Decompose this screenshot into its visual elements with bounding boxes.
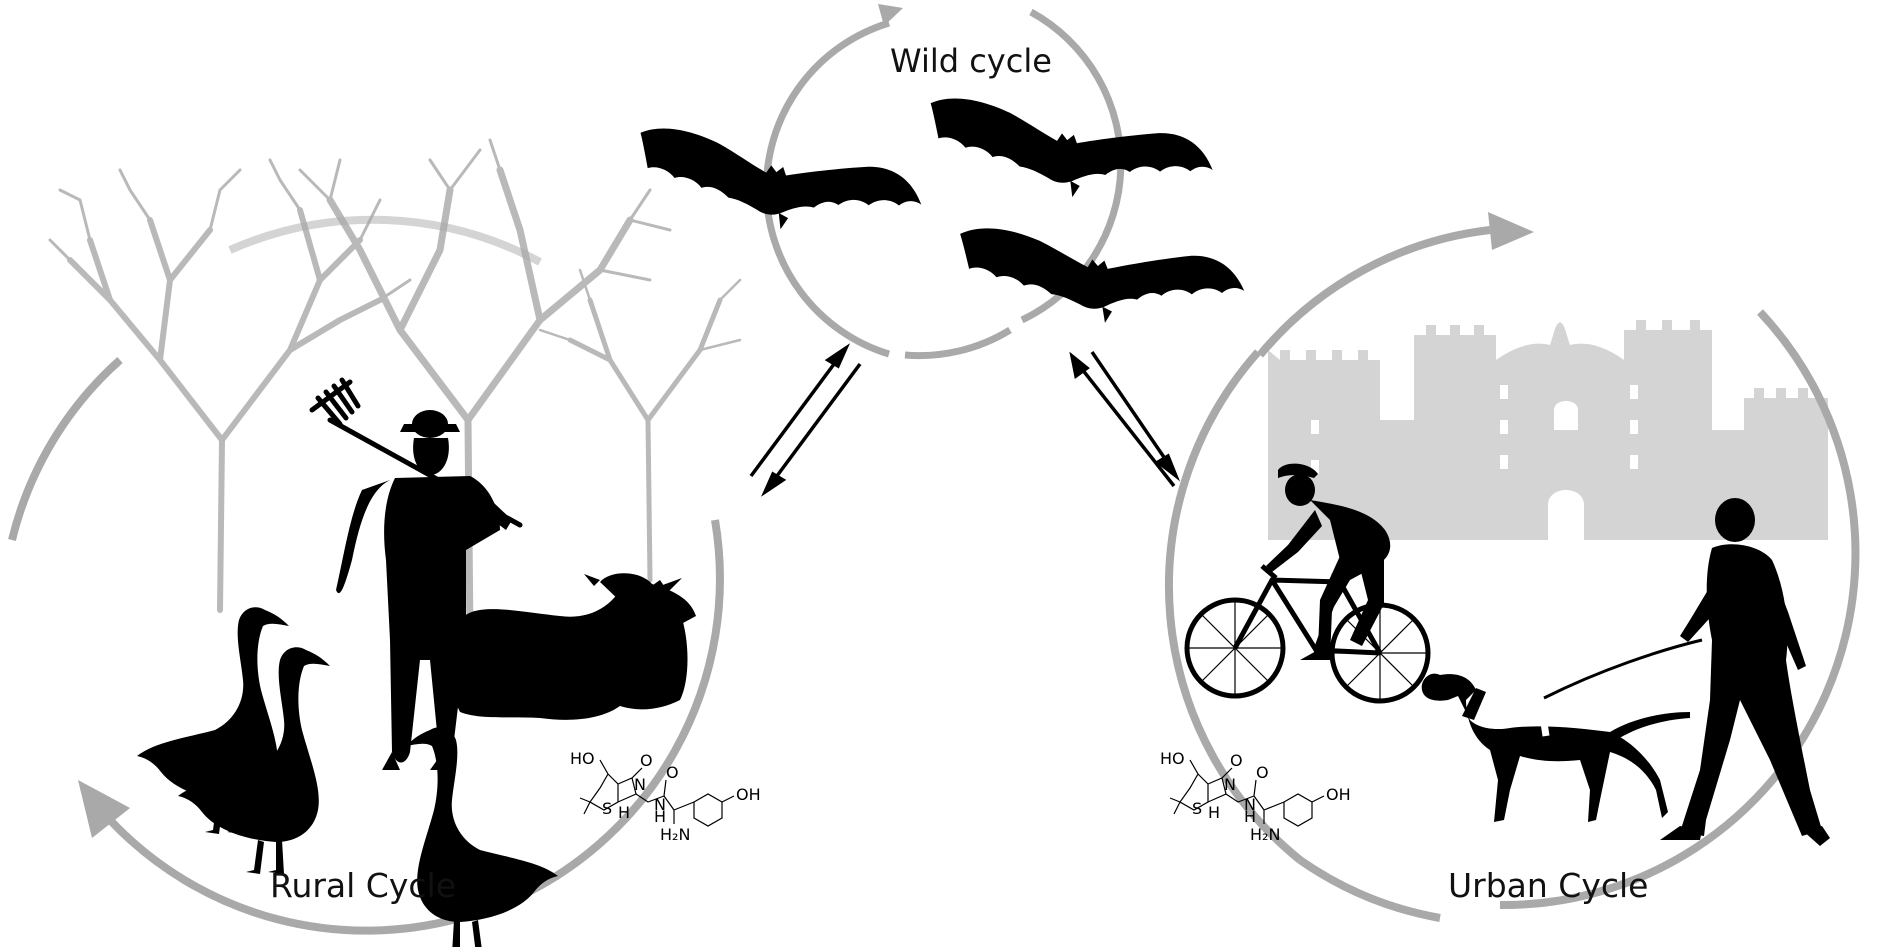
cyclist-icon (1266, 463, 1391, 660)
rural-cycle-arc (228, 215, 542, 266)
svg-text:HO: HO (570, 749, 595, 768)
goose-icon (406, 727, 558, 947)
svg-text:H₂N: H₂N (660, 825, 690, 844)
svg-text:O: O (640, 751, 653, 770)
rural-cycle-arc (498, 519, 724, 909)
svg-text:O: O (666, 763, 679, 782)
svg-text:N: N (1244, 795, 1256, 814)
svg-text:S: S (1192, 799, 1202, 818)
svg-text:N: N (1224, 775, 1236, 794)
castle-windows (1311, 385, 1638, 540)
walking-man-icon (1660, 498, 1830, 846)
svg-text:OH: OH (736, 785, 761, 804)
dog-harness (1480, 692, 1550, 737)
rural-cycle-arc (8, 357, 123, 541)
rural-cycle: HO O N S H N H O H₂N OH (8, 138, 761, 947)
rural-wild-exchange-arrows (749, 343, 862, 497)
arrowhead-icon (1488, 212, 1534, 250)
bat-icon (629, 124, 927, 249)
svg-text:S: S (602, 799, 612, 818)
dog-lead (1543, 638, 1703, 700)
castle-icon (1268, 320, 1828, 540)
svg-text:HO: HO (1160, 749, 1185, 768)
arrowhead-icon (878, 4, 903, 26)
bicycle-icon (1184, 564, 1431, 704)
svg-text:H: H (1244, 807, 1256, 826)
svg-text:O: O (1256, 763, 1269, 782)
rural-cycle-arc (107, 817, 472, 935)
svg-text:H: H (1208, 803, 1220, 822)
antibiotic-molecule-icon: HO O N S H N H O H₂N OH (570, 749, 761, 844)
wild-urban-exchange-arrows (1069, 351, 1181, 488)
urban-cycle-arc (1499, 309, 1860, 910)
cow-icon (451, 573, 696, 720)
wild-cycle-label: Wild cycle (890, 42, 1052, 80)
svg-text:O: O (1230, 751, 1243, 770)
farmer-icon (336, 410, 512, 770)
svg-text:H: H (618, 803, 630, 822)
tree-icon (538, 268, 742, 583)
svg-text:OH: OH (1326, 785, 1351, 804)
urban-cycle-arc (1297, 856, 1441, 922)
guide-dog-icon (1421, 673, 1690, 822)
svg-text:N: N (634, 775, 646, 794)
rural-cycle-label: Rural Cycle (270, 866, 456, 905)
urban-cycle-arc (1165, 349, 1303, 864)
wild-cycle-arc (904, 327, 1012, 360)
urban-cycle-label: Urban Cycle (1448, 866, 1649, 905)
svg-text:H₂N: H₂N (1250, 825, 1280, 844)
tree-icon (298, 138, 672, 644)
urban-cycle-arc (1256, 226, 1491, 358)
bat-icon (921, 94, 1218, 214)
svg-text:H: H (654, 807, 666, 826)
arrowhead-icon (78, 780, 130, 838)
urban-cycle: HO O N S H N H O H₂N OH (1160, 212, 1860, 922)
svg-text:N: N (654, 795, 666, 814)
antibiotic-molecule-icon: HO O N S H N H O H₂N OH (1160, 749, 1351, 844)
tree-icon (48, 158, 412, 613)
